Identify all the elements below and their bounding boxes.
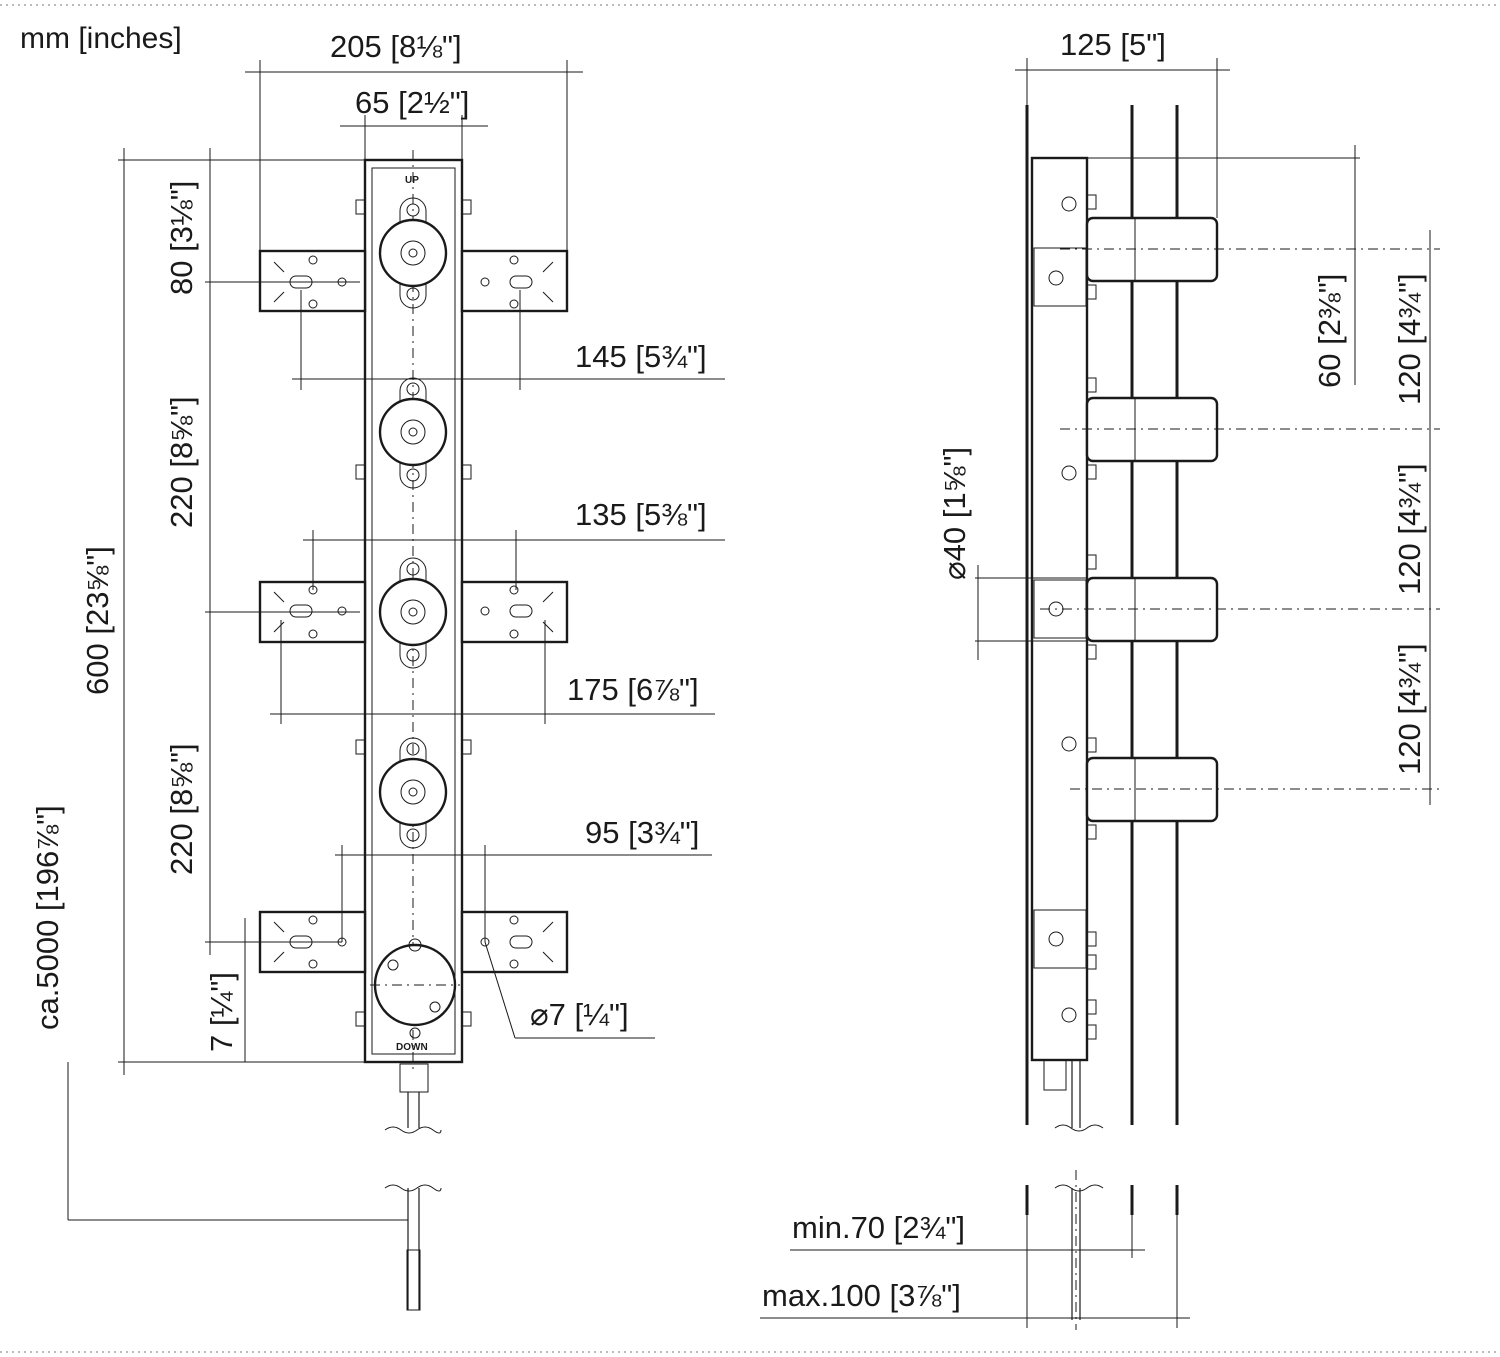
dim-spacing-2: 220 [8⅝"] xyxy=(164,743,199,875)
dim-vertical-lines xyxy=(67,148,408,1221)
dim-bracket-lines xyxy=(270,290,725,1039)
dim-top-offset: 80 [3⅛"] xyxy=(164,181,199,295)
dim-width-overall: 205 [8⅛"] xyxy=(330,29,462,64)
dim-bracket-mid-inner: 135 [5⅜"] xyxy=(575,497,707,532)
dim-top-to-first: 60 [2⅜"] xyxy=(1312,274,1347,388)
front-view: UP DOWN xyxy=(30,29,725,1311)
side-outlet-3 xyxy=(1040,576,1440,643)
dim-outlet-spacing-2: 120 [4¾"] xyxy=(1392,463,1427,595)
side-outlet-1 xyxy=(1060,216,1440,283)
dim-bottom-offset: 7 [¼"] xyxy=(204,972,239,1052)
outlet-4 xyxy=(378,737,448,849)
bracket-bottom-right xyxy=(460,910,569,974)
dim-width-body: 65 [2½"] xyxy=(355,85,469,120)
dim-outlet-diameter: ⌀40 [1⅝"] xyxy=(937,447,972,580)
dim-hole-diameter: ⌀7 [¼"] xyxy=(530,997,629,1032)
side-outlet-4 xyxy=(1070,756,1440,823)
side-outlet-2 xyxy=(1060,396,1440,463)
front-cable xyxy=(384,1063,442,1311)
bottom-valve xyxy=(370,938,460,1039)
units-label: mm [inches] xyxy=(20,22,182,55)
bracket-top-left xyxy=(258,249,367,313)
outlet-1 xyxy=(378,197,448,309)
outlet-3 xyxy=(378,557,448,669)
side-cable xyxy=(1025,1059,1179,1330)
dim-cable-length: ca.5000 [196⅞"] xyxy=(30,805,65,1030)
dim-spacing-1: 220 [8⅝"] xyxy=(164,396,199,528)
dim-wall-max: max.100 [3⅞"] xyxy=(762,1278,961,1313)
side-dim-lines xyxy=(760,58,1431,1328)
dim-bracket-mid-outer: 175 [6⅞"] xyxy=(567,672,699,707)
dim-depth: 125 [5"] xyxy=(1060,27,1166,62)
down-label: DOWN xyxy=(396,1042,428,1053)
side-view: 125 [5"] 60 [2⅜"] 120 [4¾"] 120 [4¾"] 12… xyxy=(760,27,1440,1330)
dim-outlet-spacing-3: 120 [4¾"] xyxy=(1392,643,1427,775)
bracket-top-right xyxy=(460,249,569,313)
dim-bracket-bottom: 95 [3¾"] xyxy=(585,815,699,850)
dim-top-lines xyxy=(245,60,583,251)
bracket-mid-right xyxy=(460,580,569,644)
outlet-2 xyxy=(378,377,448,489)
up-label: UP xyxy=(405,175,419,186)
dim-height-total: 600 [23⅝"] xyxy=(80,546,115,695)
dim-bracket-top: 145 [5¾"] xyxy=(575,339,707,374)
dim-wall-min: min.70 [2¾"] xyxy=(792,1210,965,1245)
side-lugs xyxy=(355,199,472,1027)
dim-outlet-spacing-1: 120 [4¾"] xyxy=(1392,273,1427,405)
side-clamps xyxy=(1033,194,1097,1040)
